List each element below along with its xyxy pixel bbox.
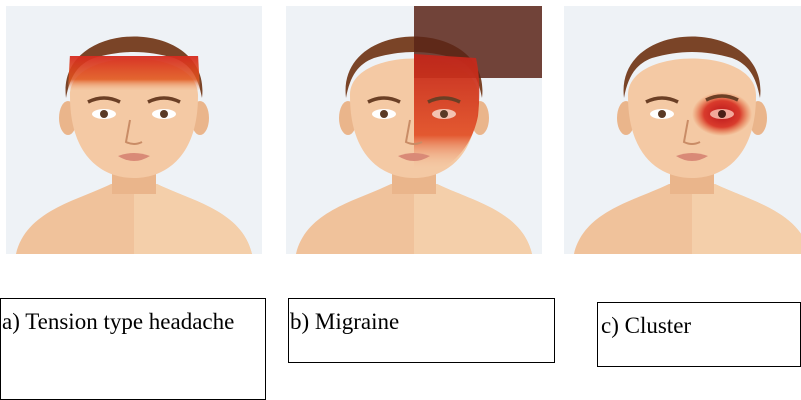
caption-tension-type-headache: a) Tension type headache — [0, 298, 266, 400]
pain-region — [66, 56, 202, 92]
face-illustration-tension — [6, 6, 262, 254]
caption-migraine: b) Migraine — [288, 298, 555, 363]
panel-migraine — [286, 6, 542, 254]
face-illustration-migraine — [286, 6, 542, 254]
panel-tension-headache — [6, 6, 262, 254]
face-illustration-cluster — [564, 6, 801, 254]
panel-cluster-headache — [564, 6, 801, 254]
caption-cluster: c) Cluster — [597, 302, 801, 367]
